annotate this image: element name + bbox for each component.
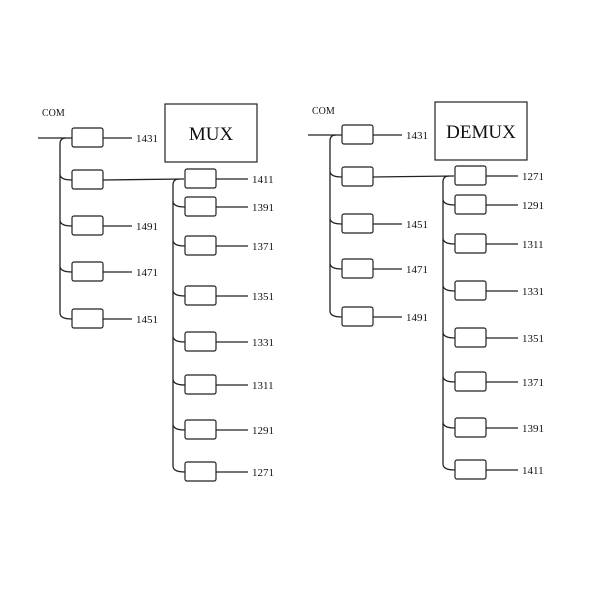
wavelength-label: 1311 (522, 239, 544, 251)
wavelength-label: 1451 (136, 314, 158, 326)
filter-box (71, 127, 104, 148)
wavelength-label: 1451 (406, 219, 428, 231)
title-box (434, 101, 528, 161)
wavelength-label: 1431 (406, 130, 428, 142)
chain-connector-line (372, 175, 455, 178)
filter-box (184, 374, 217, 395)
wavelength-label: 1491 (406, 312, 428, 324)
filter-box (341, 124, 374, 145)
right-trunk-line (172, 178, 186, 473)
wavelength-label: 1471 (136, 267, 158, 279)
chain-connector-line (102, 178, 185, 181)
filter-box (184, 419, 217, 440)
left-trunk-line (59, 137, 73, 320)
filter-box (341, 258, 374, 279)
title-box (164, 103, 258, 163)
filter-box (341, 306, 374, 327)
com-label: COM (312, 106, 335, 117)
wavelength-label: 1471 (406, 264, 428, 276)
filter-box (341, 166, 374, 187)
filter-box (184, 168, 217, 189)
title-label: MUX (189, 124, 234, 145)
wavelength-label: 1351 (252, 291, 274, 303)
filter-box (184, 331, 217, 352)
filter-box (454, 194, 487, 215)
wavelength-label: 1351 (522, 333, 544, 345)
wavelength-label: 1411 (252, 174, 274, 186)
filter-box (184, 235, 217, 256)
wavelength-label: 1391 (252, 202, 274, 214)
filter-box (184, 285, 217, 306)
filter-box (71, 215, 104, 236)
right-trunk-line (442, 175, 456, 471)
wavelength-label: 1491 (136, 221, 158, 233)
demux-panel: DEMUX COM 1431 1451 1471 1491 1271 1291 1311 1331… (308, 101, 544, 480)
filter-box (184, 196, 217, 217)
wavelength-label: 1331 (522, 286, 544, 298)
wavelength-label: 1411 (522, 465, 544, 477)
filter-box (341, 213, 374, 234)
wavelength-label: 1331 (252, 337, 274, 349)
filter-box (454, 327, 487, 348)
title-label: DEMUX (446, 122, 516, 143)
filter-box (454, 165, 487, 186)
filter-box (71, 308, 104, 329)
wavelength-label: 1311 (252, 380, 274, 392)
left-trunk-line (329, 134, 343, 318)
filter-box (454, 280, 487, 301)
filter-box (454, 233, 487, 254)
filter-box (454, 417, 487, 438)
filter-box (454, 371, 487, 392)
filter-box (71, 261, 104, 282)
wavelength-label: 1291 (252, 425, 274, 437)
wavelength-label: 1291 (522, 200, 544, 212)
wavelength-label: 1371 (252, 241, 274, 253)
wavelength-label: 1431 (136, 133, 158, 145)
filter-box (184, 461, 217, 482)
com-label: COM (42, 108, 65, 119)
filter-box (71, 169, 104, 190)
mux-panel: MUX COM 1431 1491 1471 1451 1411 1391 1371 1351 13… (38, 103, 274, 482)
wavelength-label: 1391 (522, 423, 544, 435)
wavelength-label: 1271 (252, 467, 274, 479)
wavelength-label: 1371 (522, 377, 544, 389)
wavelength-label: 1271 (522, 171, 544, 183)
filter-box (454, 459, 487, 480)
